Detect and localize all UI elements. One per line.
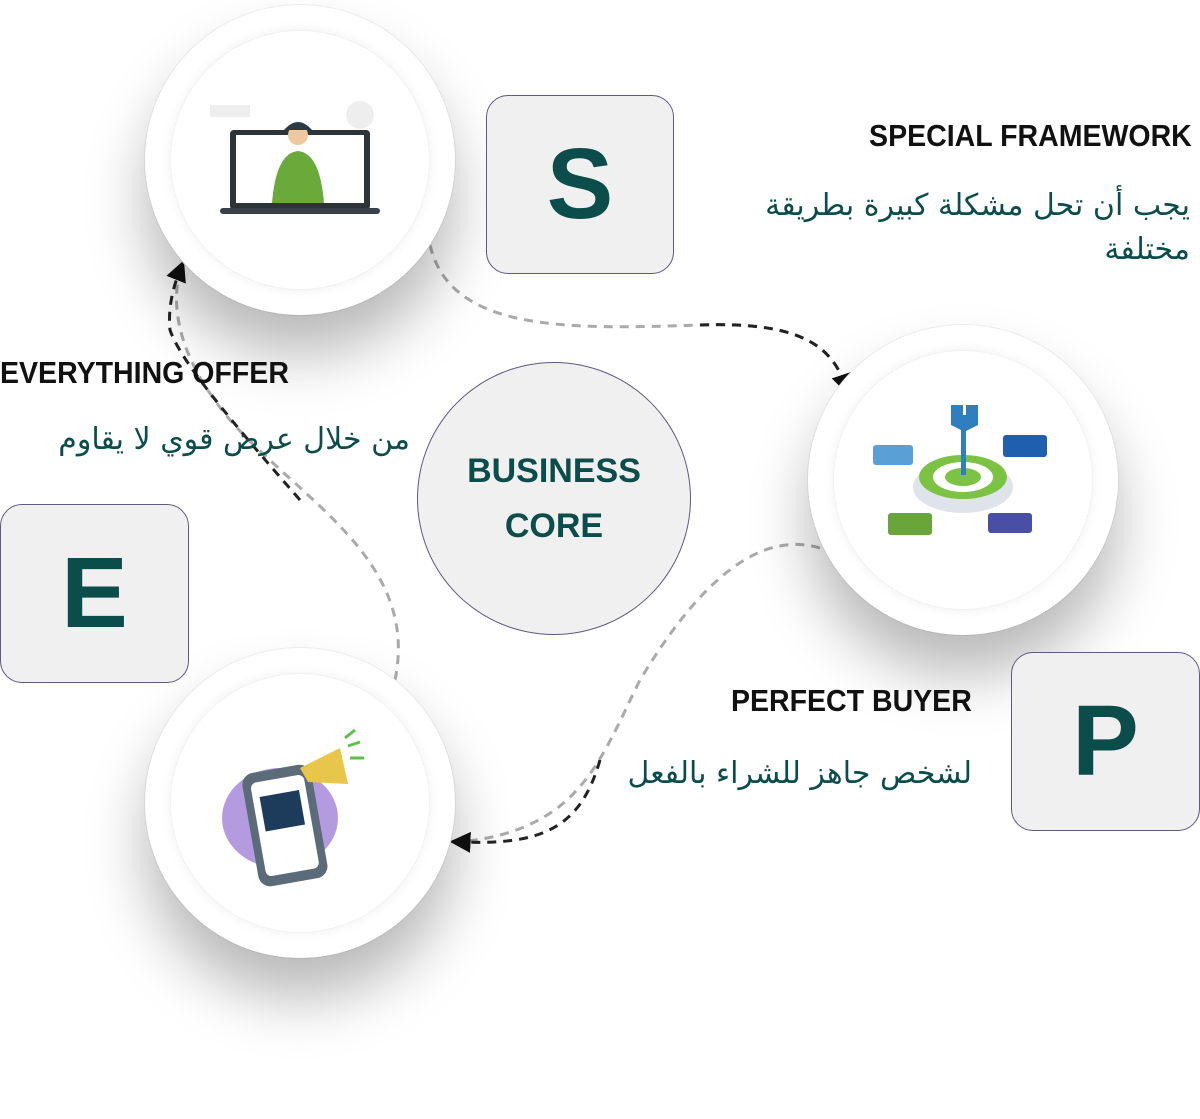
arrow-p-to-e <box>459 542 821 844</box>
presenter-laptop-icon <box>210 101 380 214</box>
core-label-line2: CORE <box>504 506 604 545</box>
arrow-e-to-s <box>175 269 400 681</box>
step-e-bubble <box>145 648 455 958</box>
letter-e: E <box>61 537 128 649</box>
step-title-e: EVERYTHING OFFER <box>0 355 289 390</box>
letter-p: P <box>1072 685 1139 797</box>
step-desc-p: لشخص جاهز للشراء بالفعل <box>627 756 972 791</box>
step-desc-e: من خلال عرض قوي لا يقاوم <box>58 422 410 457</box>
step-desc-s: يجب أن تحل مشكلة كبيرة بطريقة مختلفة <box>765 188 1190 267</box>
step-s-bubble <box>145 5 455 315</box>
letter-box-e: E <box>0 504 189 683</box>
business-core-circle: BUSINESS CORE <box>417 362 691 635</box>
target-puzzle-icon <box>873 405 1047 535</box>
letter-box-s: S <box>486 95 674 274</box>
letter-box-p: P <box>1011 652 1200 831</box>
megaphone-phone-icon <box>222 728 364 887</box>
letter-s: S <box>546 128 614 240</box>
core-label-line1: BUSINESS <box>467 451 641 490</box>
step-title-s: SPECIAL FRAMEWORK <box>869 118 1192 153</box>
step-title-p: PERFECT BUYER <box>731 683 972 718</box>
step-p-bubble <box>808 325 1118 635</box>
